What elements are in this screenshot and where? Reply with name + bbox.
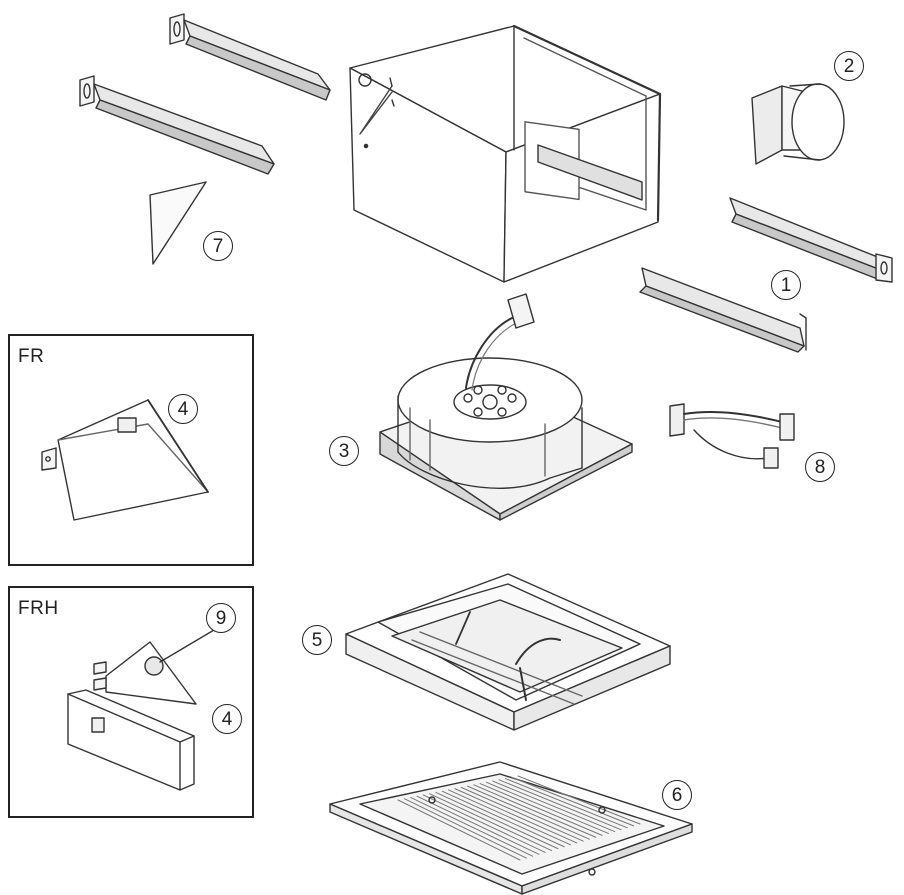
grille-slot [410,796,534,857]
grille-slot [416,795,540,855]
callout-9: 9 [206,603,236,633]
grille-slot [473,784,597,838]
duct-collar [751,83,845,165]
callout-1: 1 [771,270,801,300]
triangle-plate [149,181,207,265]
grille-slot [454,788,578,844]
callout-8: 8 [805,452,835,482]
grille-slot [435,791,559,850]
callout-3: 3 [329,436,359,466]
grille-slot [479,783,603,836]
callout-7: 7 [203,231,233,261]
grille-slot [504,778,628,829]
housing-box [349,24,662,283]
grille-slot [485,781,609,834]
mounting-bracket-right-2 [639,267,807,353]
callout-4-fr: 4 [168,394,198,424]
grille-slot [498,779,622,831]
callout-6: 6 [662,780,692,810]
mounting-bracket-right [729,197,893,283]
grille-frame [345,573,671,731]
callout-2: 2 [834,51,864,81]
grille-slot [422,794,546,853]
wire-harness [669,403,795,469]
grille-slot [511,776,635,827]
callout-5: 5 [302,625,332,655]
grille-slot [517,775,641,825]
grille-slot [403,798,527,859]
inset-frh-label: FRH [18,598,59,619]
grille-slot [492,780,616,833]
mounting-bracket-upper-left-2 [79,75,275,175]
blower-motor [379,293,633,521]
grille-slot [441,790,565,848]
grille-slot [466,785,590,840]
inset-fr: FR [8,334,254,566]
callout-4-frh: 4 [212,704,242,734]
grille [329,761,693,895]
inset-fr-label: FR [18,346,45,367]
mounting-bracket-upper-left [169,13,331,101]
grille-slot [460,786,584,842]
grille-slot [429,793,553,852]
grille-slot [448,789,572,846]
grille-slot [397,799,521,861]
